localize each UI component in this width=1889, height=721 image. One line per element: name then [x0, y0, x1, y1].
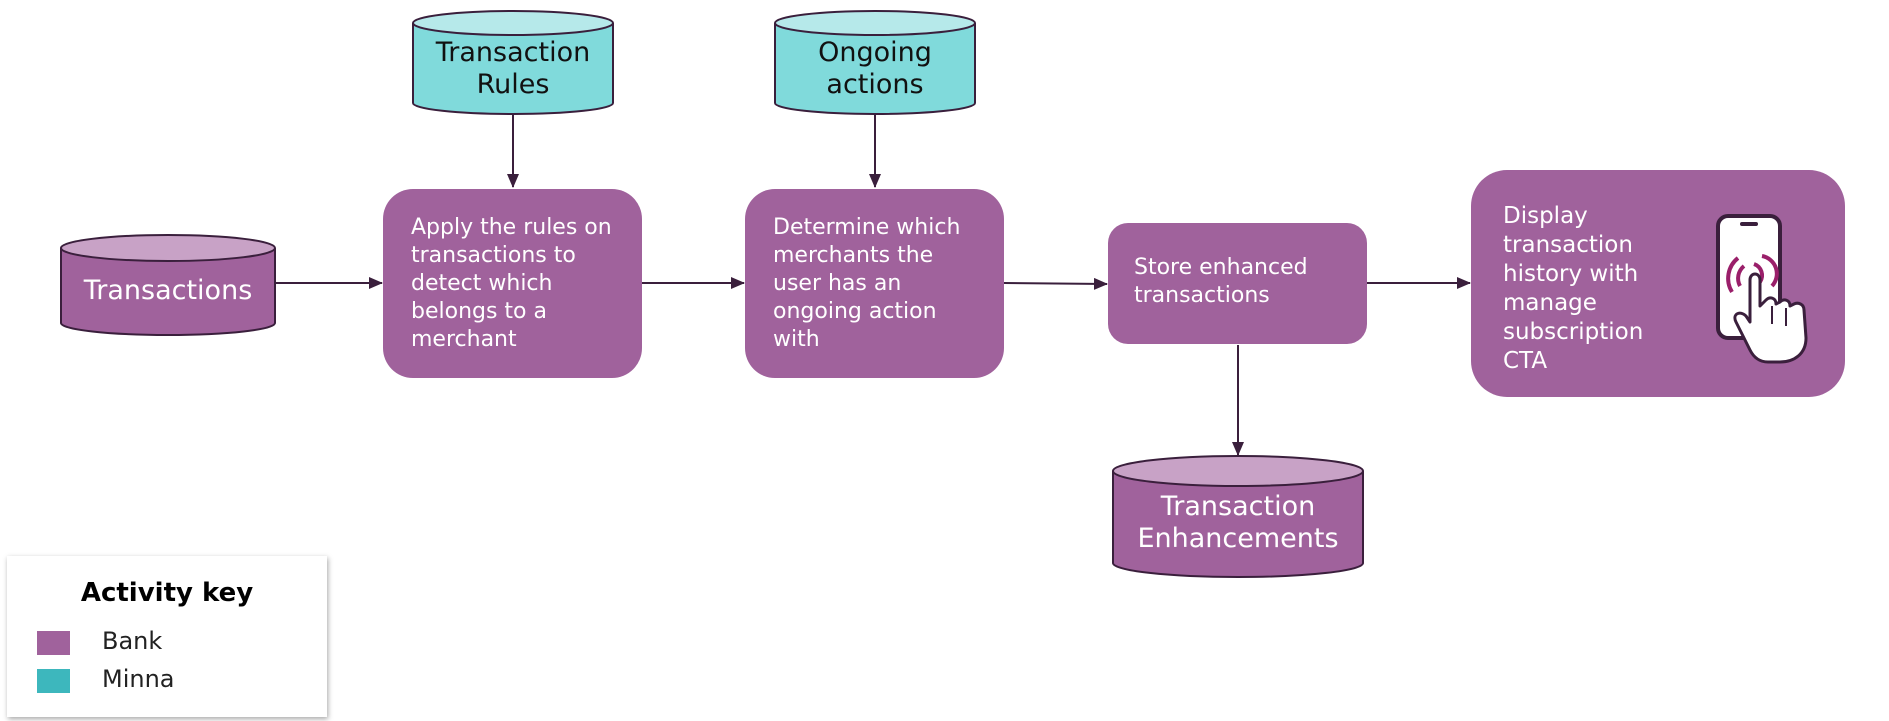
arrow-determine-to-store: [1003, 277, 1108, 290]
ongoing-actions-line-1: Ongoing: [818, 37, 932, 68]
transaction-rules-database: [412, 10, 614, 115]
activity-key-legend: Activity key Bank Minna: [7, 556, 327, 717]
transactions-database-label: Transactions: [61, 275, 275, 307]
legend-title: Activity key: [80, 578, 254, 608]
determine-merchants-step: Determine which merchants the user has a…: [745, 189, 1004, 378]
transactions-label-text: Transactions: [83, 275, 253, 306]
apply-rules-text: Apply the rules on transactions to detec…: [411, 215, 612, 352]
transaction-rules-label: Transaction Rules: [413, 37, 613, 101]
transaction-rules-line-1: Transaction: [435, 37, 591, 68]
transaction-enhancements-line-2: Enhancements: [1137, 523, 1339, 554]
store-enhanced-text: Store enhanced transactions: [1134, 255, 1308, 308]
legend-swatch-bank: [37, 631, 70, 655]
ongoing-actions-line-2: actions: [826, 69, 924, 100]
determine-merchants-text: Determine which merchants the user has a…: [773, 215, 961, 352]
display-history-text: Display transaction history with manage …: [1503, 203, 1644, 374]
legend-label-bank: Bank: [102, 627, 163, 655]
ongoing-actions-label: Ongoing actions: [775, 37, 975, 101]
apply-rules-step: Apply the rules on transactions to detec…: [383, 189, 642, 378]
legend-label-minna: Minna: [102, 665, 175, 693]
transaction-enhancements-label: Transaction Enhancements: [1113, 491, 1363, 555]
transaction-rules-line-2: Rules: [476, 69, 550, 100]
phone-tap-icon: [1716, 214, 1808, 364]
transaction-enhancements-line-1: Transaction: [1160, 491, 1316, 522]
transaction-enhancements-database: [1112, 455, 1364, 578]
store-enhanced-step: Store enhanced transactions: [1108, 223, 1367, 344]
transactions-database: [60, 234, 276, 336]
legend-swatch-minna: [37, 669, 70, 693]
